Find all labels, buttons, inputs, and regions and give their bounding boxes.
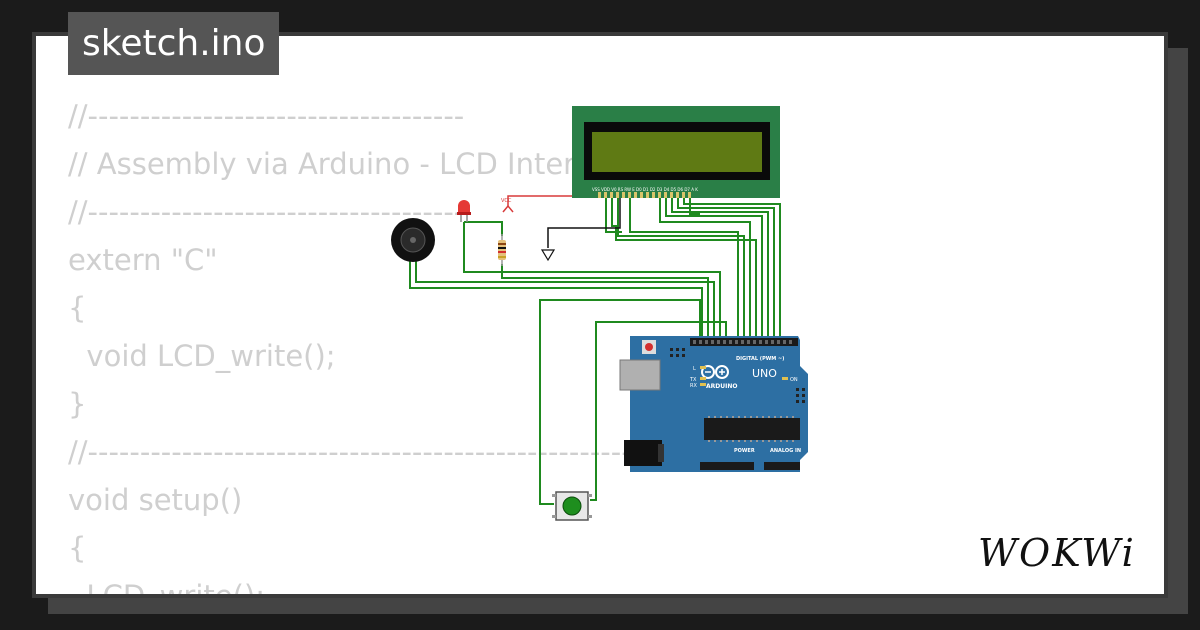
wokwi-logo-text: WOKWi bbox=[978, 531, 1136, 575]
code-line: // Assembly via Arduino - LCD Interface bbox=[68, 147, 637, 181]
lcd-display[interactable]: VSS VDD V0 RS RW E D0 D1 D2 D3 D4 D5 D6 … bbox=[572, 106, 780, 198]
gnd-wire bbox=[547, 196, 621, 248]
code-line: //------------------------------------ bbox=[68, 195, 465, 229]
code-line: { bbox=[68, 291, 87, 325]
push-button[interactable] bbox=[552, 491, 592, 521]
code-line: } bbox=[68, 387, 87, 421]
wire bbox=[665, 196, 763, 338]
arduino-uno-board[interactable]: DIGITAL (PWM ~) UNO ARDUINO L TX RX ON P… bbox=[619, 336, 808, 472]
board-model: UNO bbox=[752, 367, 777, 380]
wires bbox=[409, 196, 781, 505]
wire bbox=[671, 196, 769, 338]
led-red[interactable] bbox=[457, 200, 471, 222]
power-header bbox=[700, 462, 754, 470]
file-tab[interactable]: sketch.ino bbox=[68, 12, 280, 75]
code-line: void LCD_write(); bbox=[68, 339, 336, 373]
wire bbox=[659, 196, 751, 338]
wire bbox=[501, 264, 709, 338]
code-line: extern "C" bbox=[68, 243, 218, 277]
code-background: //------------------------------------ /… bbox=[68, 92, 716, 598]
vcc-arrow bbox=[502, 204, 514, 213]
wire bbox=[677, 196, 775, 338]
ground-icon bbox=[540, 249, 556, 262]
code-line: void setup() bbox=[68, 483, 243, 517]
vcc-wire bbox=[507, 195, 600, 206]
analog-header bbox=[764, 462, 800, 470]
code-line: { bbox=[68, 531, 87, 565]
wokwi-logo: WOKWi bbox=[978, 531, 1136, 575]
code-line: //------------------------------------ bbox=[68, 99, 465, 133]
wire bbox=[590, 321, 727, 501]
led-rx-label: RX bbox=[690, 383, 697, 389]
wire bbox=[689, 196, 700, 215]
wire bbox=[409, 258, 703, 338]
usb-port bbox=[619, 359, 661, 391]
resistor[interactable] bbox=[498, 234, 506, 266]
wire bbox=[464, 221, 503, 236]
wire bbox=[617, 196, 745, 338]
vcc-label: VCC bbox=[501, 198, 512, 204]
led-tx-label: TX bbox=[689, 377, 697, 383]
code-line: //--------------------------------------… bbox=[68, 435, 716, 469]
wire bbox=[611, 196, 757, 338]
analog-label: ANALOG IN bbox=[770, 448, 801, 454]
power-label: POWER bbox=[734, 448, 755, 454]
wire bbox=[539, 299, 701, 505]
power-jack bbox=[624, 440, 662, 466]
board-brand: ARDUINO bbox=[706, 383, 737, 390]
arduino-logo-icon bbox=[701, 365, 729, 379]
buzzer[interactable] bbox=[391, 218, 435, 262]
wire bbox=[629, 196, 739, 338]
led-on-label: ON bbox=[790, 377, 798, 383]
lcd-pins bbox=[598, 192, 691, 198]
wire bbox=[683, 196, 781, 338]
code-line: LCD_write(); bbox=[68, 579, 265, 598]
digital-label: DIGITAL (PWM ~) bbox=[736, 356, 784, 362]
atmega-chip bbox=[704, 418, 800, 440]
lcd-pin-labels: VSS VDD V0 RS RW E D0 D1 D2 D3 D4 D5 D6 … bbox=[592, 187, 698, 192]
led-l-label: L bbox=[693, 366, 696, 372]
wire bbox=[463, 222, 721, 338]
wire bbox=[415, 258, 715, 338]
